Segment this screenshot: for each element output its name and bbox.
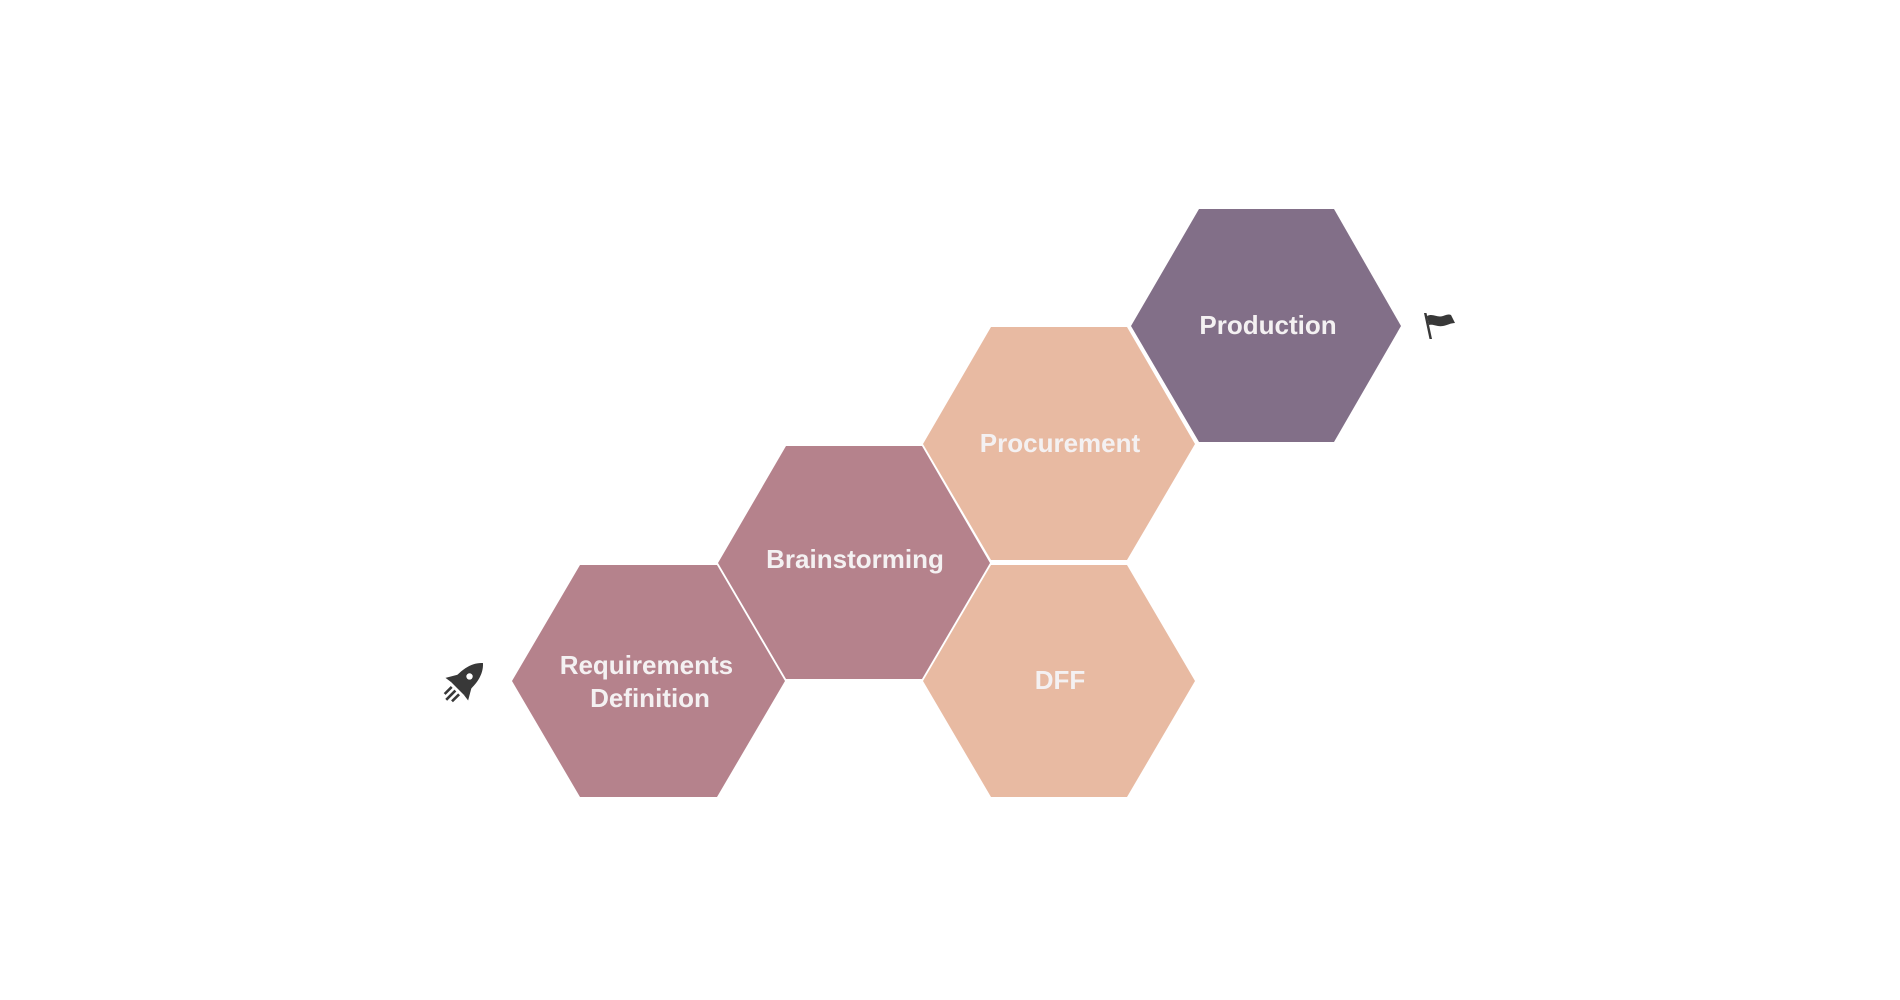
svg-text:Requirements Definition: Requirements Definition bbox=[560, 650, 741, 713]
step-production: Production bbox=[1131, 209, 1401, 442]
label-dff: DFF bbox=[1035, 665, 1086, 695]
flag-icon bbox=[1424, 313, 1455, 339]
hexagon-requirements bbox=[512, 565, 785, 797]
step-brainstorming: Brainstorming bbox=[718, 446, 990, 679]
label-procurement: Procurement bbox=[980, 428, 1141, 458]
label-requirements-line-2: Definition bbox=[590, 683, 710, 713]
hexagon-dff bbox=[923, 565, 1195, 797]
step-requirements: Requirements Definition bbox=[512, 565, 785, 797]
label-brainstorming: Brainstorming bbox=[766, 544, 944, 574]
label-production: Production bbox=[1199, 310, 1336, 340]
hexagon-production bbox=[1131, 209, 1401, 442]
label-requirements-line-1: Requirements bbox=[560, 650, 733, 680]
hexagon-brainstorming bbox=[718, 446, 990, 679]
hexagon-procurement bbox=[923, 327, 1195, 560]
step-dff: DFF bbox=[923, 565, 1195, 797]
rocket-icon bbox=[443, 663, 483, 703]
step-procurement: Procurement bbox=[923, 327, 1195, 560]
